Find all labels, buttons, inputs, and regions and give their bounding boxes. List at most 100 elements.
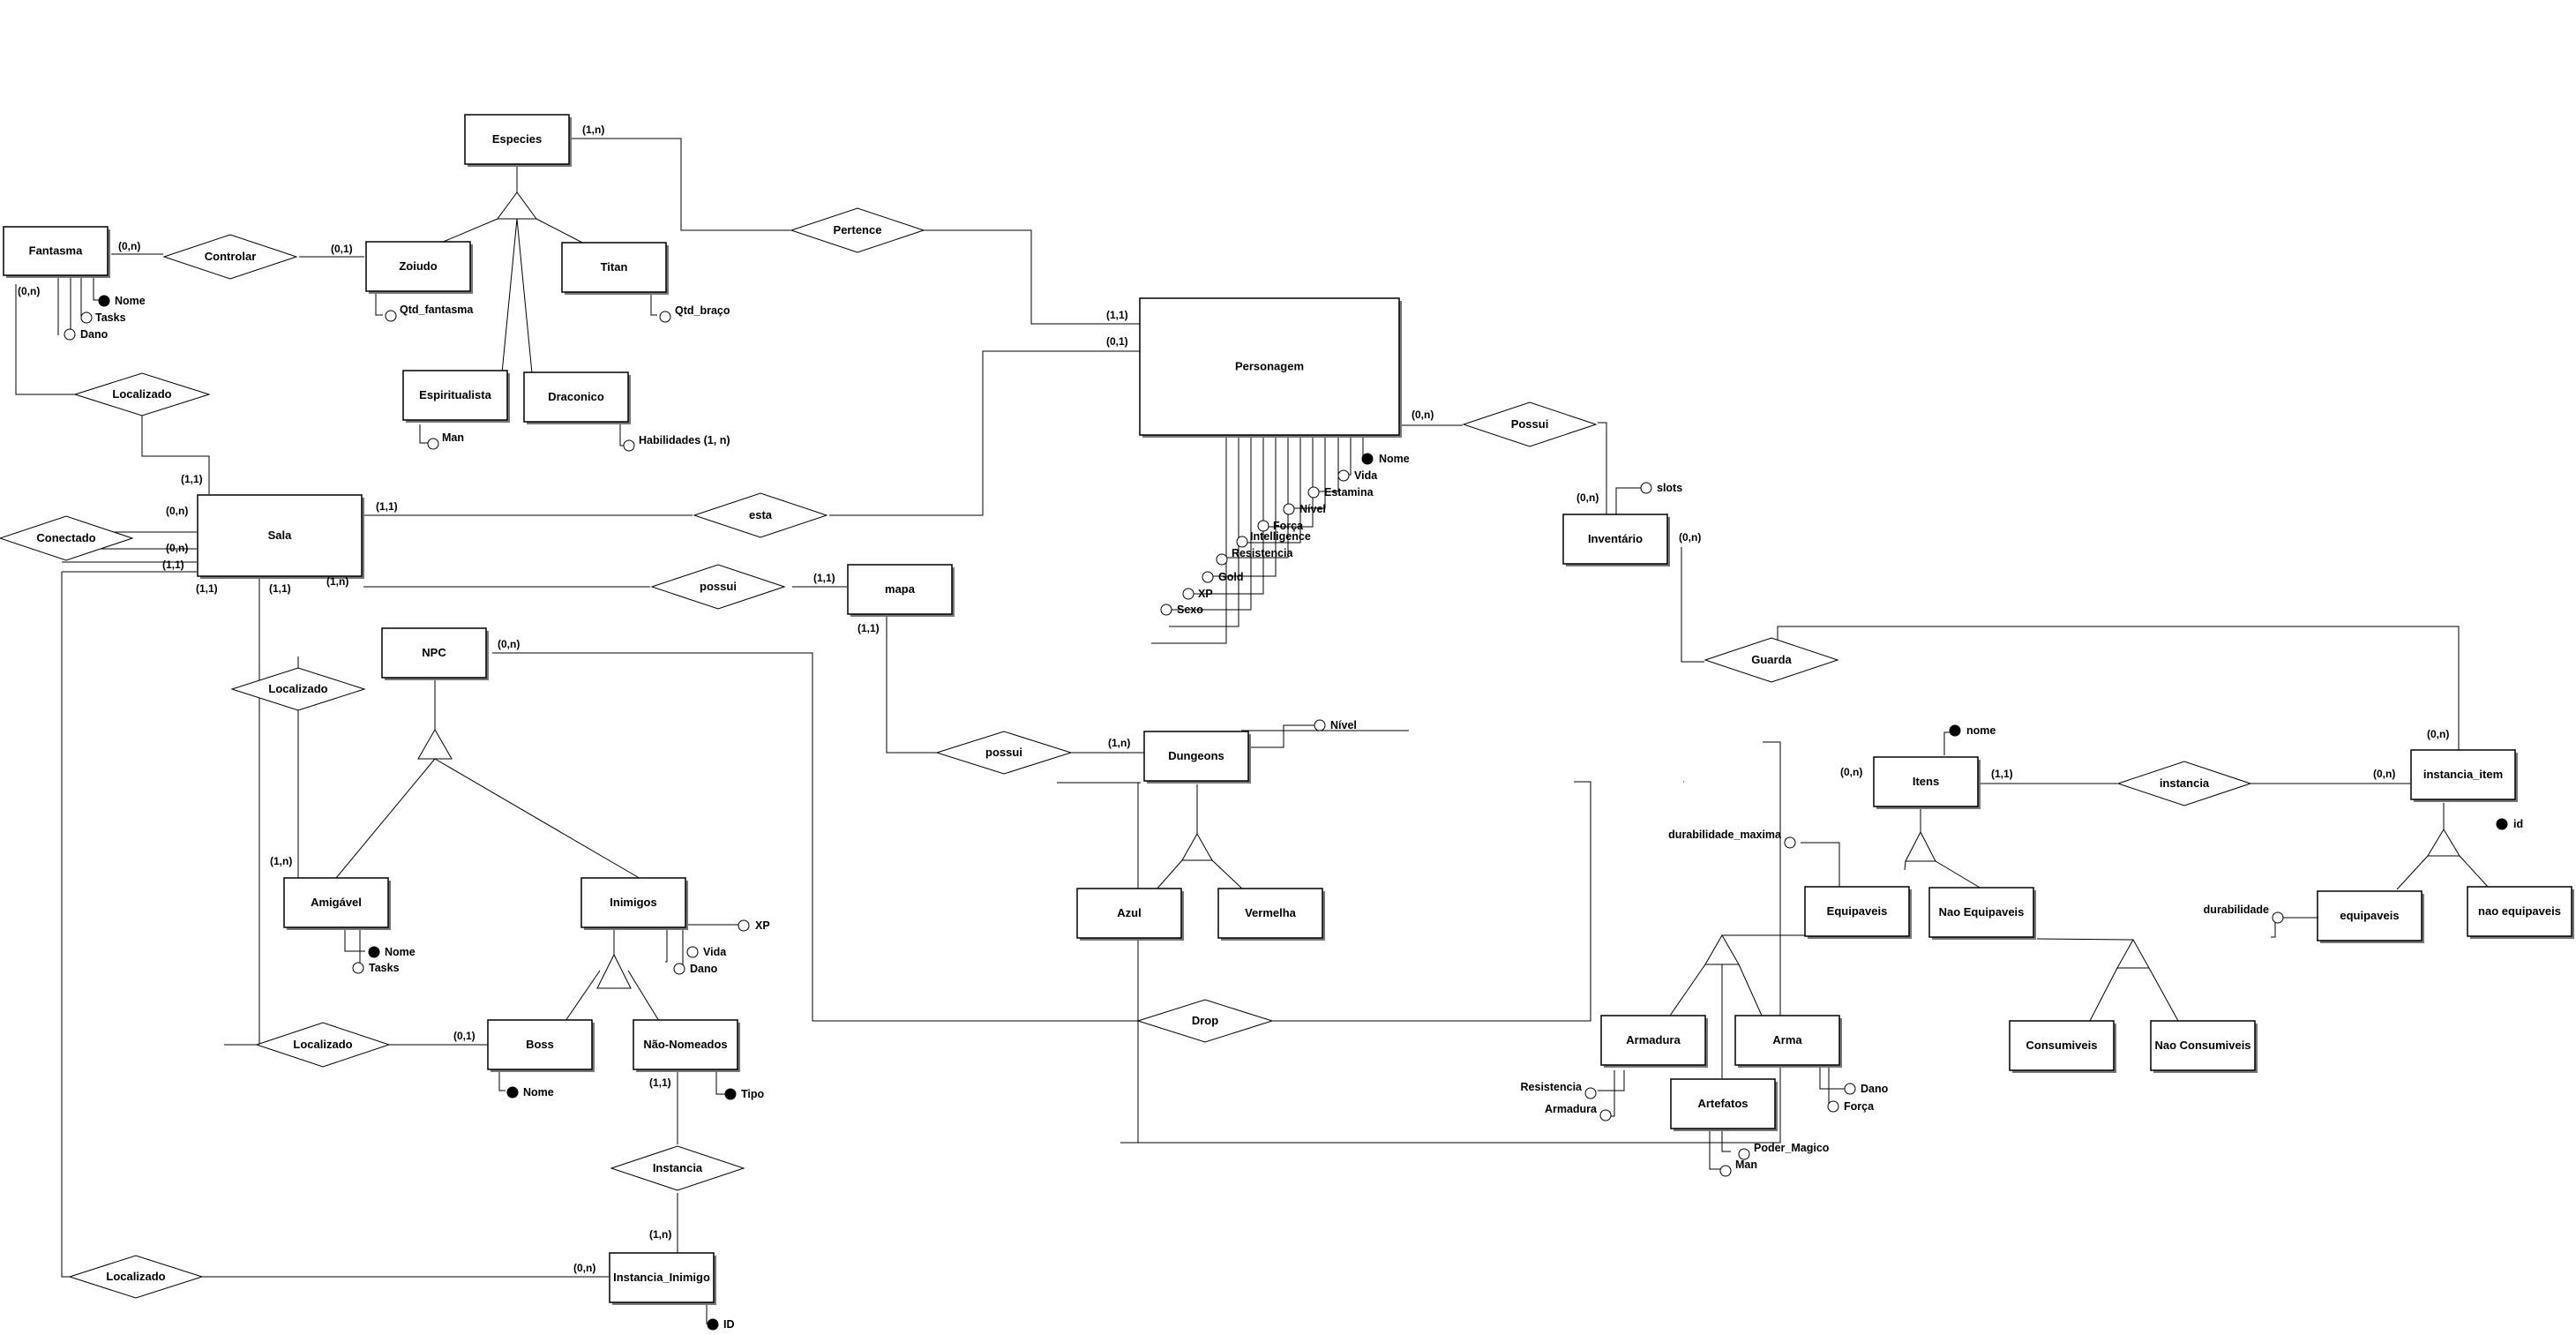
entity-vermelha-label: Vermelha [1245,906,1297,919]
entity-dungeons[interactable]: Dungeons [1143,731,1251,784]
relationship-localizado-instancia[interactable]: Localizado [68,1255,204,1299]
attr-personagem-intelligence: Intelligence [1236,530,1311,548]
attr-draconico-habilidades: Habilidades (1, n) [623,434,730,452]
relationship-esta[interactable]: esta [693,492,828,538]
relationship-localizado-boss[interactable]: Localizado [255,1022,391,1068]
entity-nao-nomeados[interactable]: Não-Nomeados [633,1019,740,1072]
entity-titan[interactable]: Titan [561,242,669,295]
attribute-stem [1601,1070,1615,1117]
attr-instancia-item-id: id [2496,818,2523,830]
entity-consumiveis[interactable]: Consumiveis [2009,1020,2116,1073]
entity-nao-consumiveis[interactable]: Nao Consumiveis [2150,1020,2258,1073]
entity-equipaveis[interactable]: Equipaveis [1804,886,1912,939]
entity-npc[interactable]: NPC [381,627,489,680]
relationship-instancia-inimigo[interactable]: Instancia [610,1145,745,1191]
relationship-localizado-fantasma-label: Localizado [112,387,171,401]
entity-inventario[interactable]: Inventário [1562,514,1670,566]
isa-nao-equipaveis-triangle [2036,938,2179,1022]
attr-personagem-xp: XP [1182,588,1213,600]
connector-line [1681,547,1704,663]
entity-mapa-label: mapa [885,582,916,596]
connector-line [1771,626,2460,758]
entity-nao-equipaveis-2[interactable]: nao equipaveis [2467,886,2574,939]
specialization-triangles [335,166,2489,1078]
entity-zoiudo[interactable]: Zoiudo [365,241,473,294]
relationship-pertence[interactable]: Pertence [790,207,925,253]
entity-vermelha[interactable]: Vermelha [1217,888,1325,941]
cardinality-zoiudo-controlar: (0,1) [331,243,353,255]
entity-azul[interactable]: Azul [1076,888,1184,941]
attr-arma-dano-label: Dano [1861,1083,1889,1095]
entity-itens[interactable]: Itens [1873,756,1981,809]
entity-equipaveis-2[interactable]: equipaveis [2317,890,2424,943]
entity-boss[interactable]: Boss [487,1019,595,1072]
attr-fantasma-tasks-label: Tasks [95,311,126,324]
relationship-instancia-item[interactable]: instancia [2116,761,2252,806]
attr-arma-forca: Força [1827,1100,1875,1113]
attr-equipaveis-durabilidade-maxima-label: durabilidade_maxima [1668,829,1782,841]
relationship-guarda[interactable]: Guarda [1704,637,1839,683]
attr-artefatos-poder-magico-label: Poder_Magico [1754,1142,1830,1154]
relationship-localizado-fantasma[interactable]: Localizado [73,372,211,416]
attribute-stem [619,424,624,446]
cardinality-sala-con1: (0,n) [166,505,188,517]
entity-personagem[interactable]: Personagem [1139,297,1402,438]
entity-amigavel-label: Amigável [311,896,362,909]
entity-sala[interactable]: Sala [197,494,364,579]
cardinality-itens-inst: (1,1) [1991,768,2013,780]
attr-fantasma-tasks: Tasks [80,311,126,324]
entity-especies[interactable]: Especies [464,114,572,167]
entity-inimigos[interactable]: Inimigos [580,877,688,930]
entity-especies-label: Especies [492,132,542,146]
entity-nao-equipaveis[interactable]: Nao Equipaveis [1928,887,2036,940]
cardinality-mapa-dung: (1,1) [857,622,880,634]
attribute-stem [1344,435,1352,476]
attribute-stem [344,928,365,952]
attr-personagem-resistencia-label: Resistencia [1232,547,1294,559]
cardinalities: (1,n) (0,n) (0,1) (0,n) (1,1) (0,1) (0,n) (1,1)… [18,124,2449,1274]
relationship-possui-dungeons[interactable]: possui [935,731,1073,775]
cardinality-inst-item-guarda: (0,n) [2427,728,2449,740]
relationship-drop[interactable]: Drop [1136,999,1274,1043]
entity-instancia-item[interactable]: instancia_item [2410,749,2518,802]
attr-inimigos-xp: XP [738,919,770,932]
relationship-controlar[interactable]: Controlar [162,234,298,280]
entity-draconico[interactable]: Draconico [523,371,631,424]
attr-armadura-resistencia: Resistencia [1521,1081,1597,1099]
attribute-stem [498,1066,505,1091]
attribute-stem [1288,435,1326,509]
cardinality-especies-pertence: (1,n) [582,124,604,136]
entity-arma[interactable]: Arma [1734,1015,1842,1068]
connector-line [922,229,1140,325]
attr-amigavel-tasks: Tasks [352,962,400,974]
entity-armadura[interactable]: Armadura [1600,1015,1708,1068]
cardinality-fantasma-controlar: (0,n) [118,240,140,252]
cardinality-inst-inimigo-inst: (1,n) [649,1228,671,1241]
relationship-conectado[interactable]: Conectado [0,515,134,561]
entity-mapa[interactable]: mapa [847,564,955,617]
cardinality-inv-guarda: (0,n) [1679,531,1701,544]
connector-line [492,652,1138,1022]
entity-artefatos-label: Artefatos [1697,1097,1748,1110]
attr-personagem-forca: Força [1257,520,1304,532]
entity-instancia-inimigo[interactable]: Instancia_Inimigo [609,1252,716,1305]
relationship-instancia-inimigo-label: Instancia [653,1161,703,1174]
attr-artefatos-poder-magico: Poder_Magico [1738,1142,1830,1160]
entity-artefatos[interactable]: Artefatos [1670,1078,1778,1131]
relationship-possui-inventario[interactable]: Possui [1462,401,1598,447]
attr-armadura-armadura-label: Armadura [1545,1103,1598,1115]
attr-inventario-slots: slots [1640,482,1682,494]
relationship-localizado-boss-label: Localizado [293,1038,352,1051]
relationship-possui-mapa[interactable]: possui [650,564,786,610]
attr-personagem-vida-label: Vida [1354,469,1378,482]
connector-line [224,573,260,1046]
entity-fantasma[interactable]: Fantasma [3,226,110,278]
attribute-stem [1721,1129,1731,1152]
relationship-localizado-npc[interactable]: Localizado [230,667,366,711]
cardinality-itens-drop: (0,n) [1840,766,1862,778]
cardinality-pers-esta: (0,1) [1106,335,1128,348]
entity-amigavel[interactable]: Amigável [283,877,391,930]
connector-line [829,350,1140,516]
attr-personagem-gold-label: Gold [1218,571,1243,583]
entity-espiritualista[interactable]: Espiritualista [402,370,510,423]
